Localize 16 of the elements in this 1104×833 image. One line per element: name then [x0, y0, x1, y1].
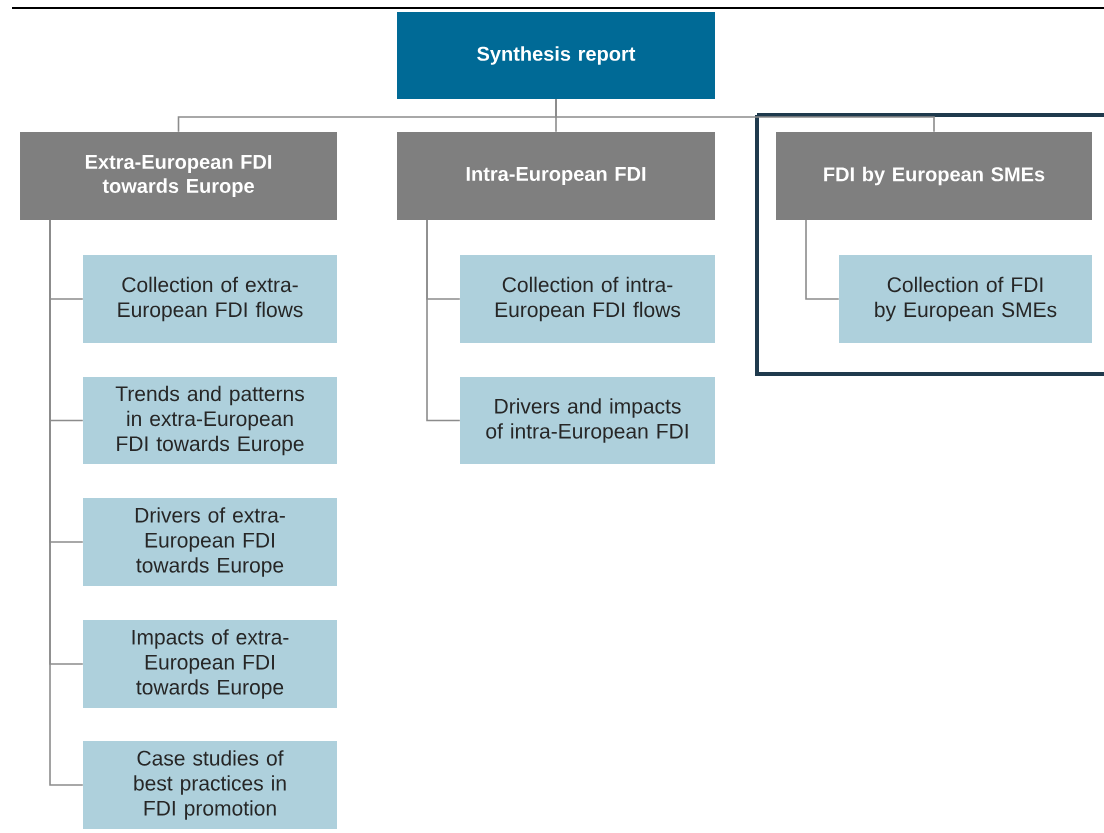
topic-box: Case studies of best practices in FDI promotion	[83, 741, 337, 829]
topic-box: Drivers and impacts of intra-European FDI	[460, 377, 715, 464]
topic-box: Drivers of extra-European FDI towards Europe	[83, 498, 337, 586]
topic-box: Collection of extra-European FDI flows	[83, 255, 337, 343]
connector-line	[426, 219, 461, 422]
connector-line	[555, 98, 935, 133]
topic-box: Impacts of extra-European FDI towards Europe	[83, 620, 337, 708]
category-box: Intra-European FDI	[397, 132, 715, 220]
connector-line	[805, 219, 840, 300]
category-box: FDI by European SMEs	[776, 132, 1092, 220]
topic-box: Trends and patterns in extra-European FDI towards Europe	[83, 377, 337, 464]
topic-box: Collection of FDI by European SMEs	[839, 255, 1092, 343]
title-box: Synthesis report	[397, 12, 715, 99]
category-box: Extra-European FDI towards Europe	[20, 132, 337, 220]
connector-line	[49, 219, 84, 786]
topic-box: Collection of intra-European FDI flows	[460, 255, 715, 343]
